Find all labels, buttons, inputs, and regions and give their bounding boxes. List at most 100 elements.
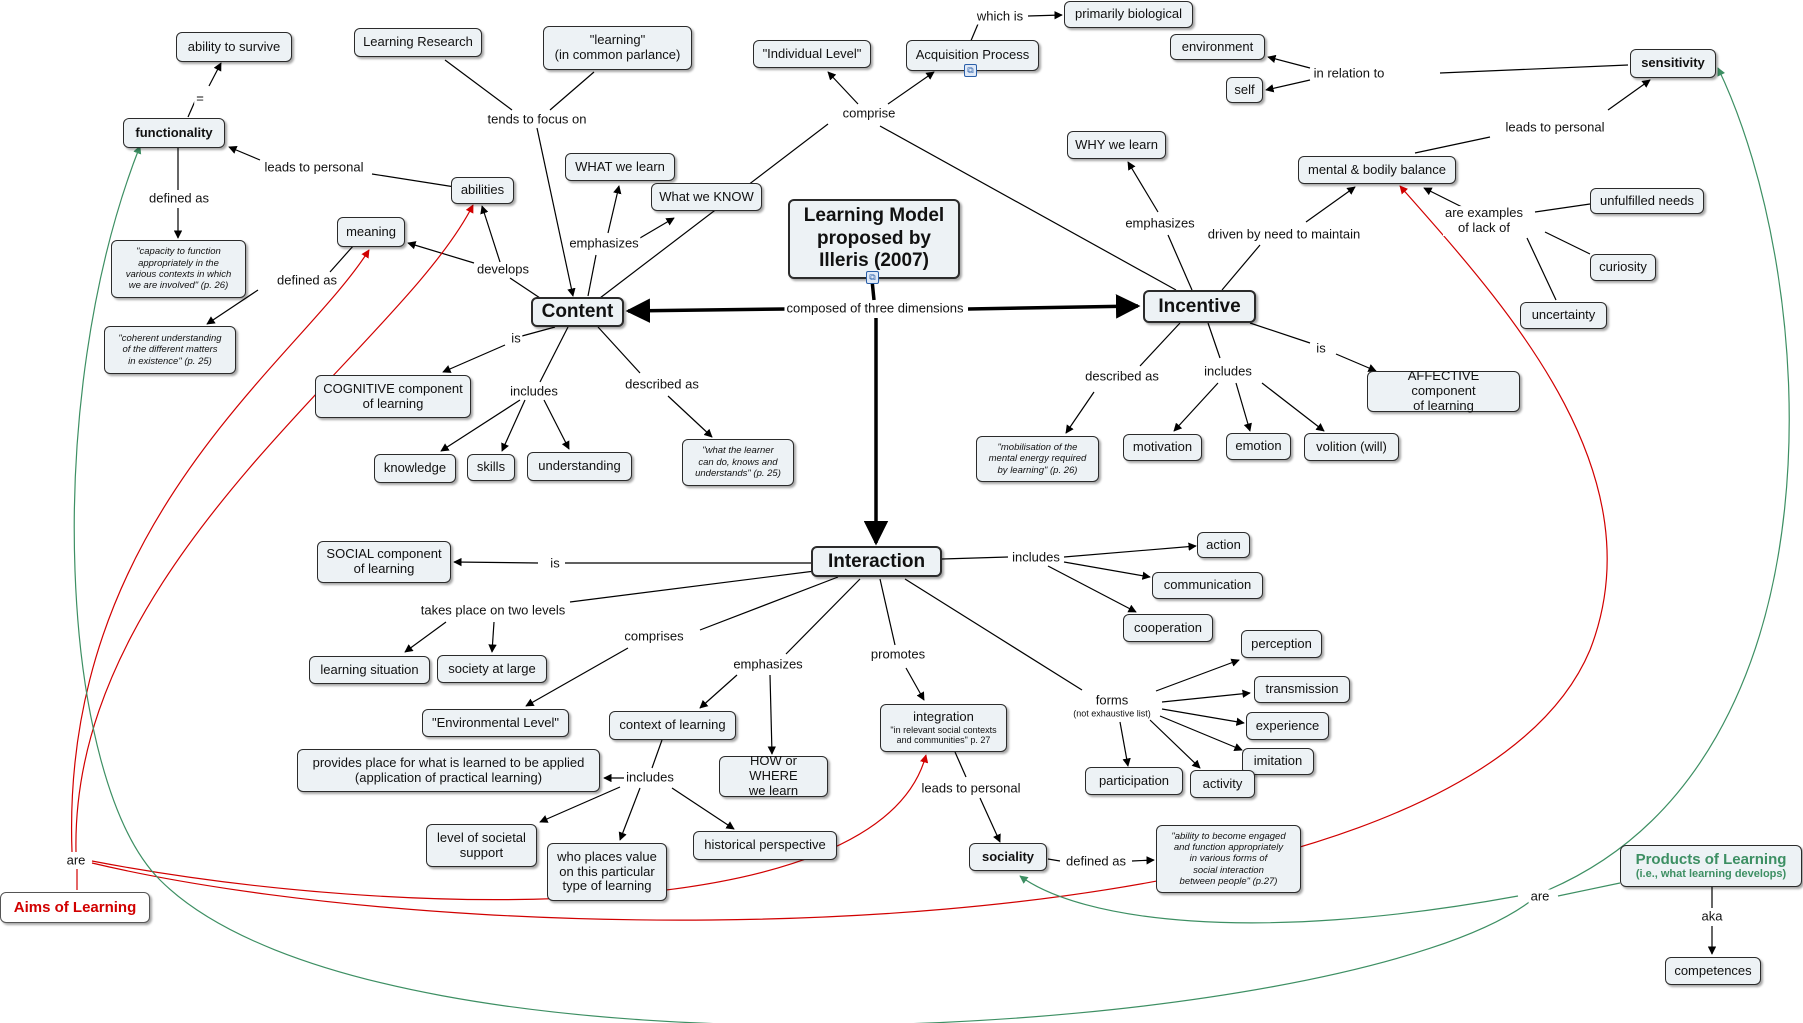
aims-of-learning-node[interactable]: Aims of Learning: [0, 892, 150, 923]
mobilisation-quote-node[interactable]: "mobilisation of the mental energy requi…: [976, 436, 1099, 482]
how-or-where-node[interactable]: HOW or WHERE we learn: [719, 753, 828, 798]
edge-leads-sensitivity: [1607, 79, 1651, 111]
link-label-described-as: described as: [623, 376, 701, 393]
sociality-node[interactable]: sociality: [969, 843, 1047, 871]
provides-place-node[interactable]: provides place for what is learned to be…: [297, 749, 600, 792]
knowledge-node[interactable]: knowledge: [374, 454, 456, 483]
activity-node[interactable]: activity: [1190, 770, 1255, 798]
transmission-node[interactable]: transmission: [1254, 676, 1350, 703]
imitation-node[interactable]: imitation: [1242, 748, 1314, 775]
abilities-node[interactable]: abilities: [451, 177, 514, 204]
edge-whichis-bio: [1027, 11, 1063, 20]
affective-component-node[interactable]: AFFECTIVE component of learning: [1367, 368, 1520, 413]
learning-situation-node[interactable]: learning situation: [309, 656, 430, 684]
edge-acquisition-whichis: [969, 23, 979, 44]
content-node[interactable]: Content: [531, 297, 624, 327]
action-node[interactable]: action: [1197, 532, 1250, 558]
meaning-node[interactable]: meaning: [337, 217, 405, 247]
motivation-node[interactable]: motivation: [1123, 434, 1202, 461]
individual-level-node[interactable]: "Individual Level": [753, 40, 871, 68]
edge-is-cognitive: [442, 344, 506, 373]
edge-tends-content: [536, 127, 576, 297]
uncertainty-node[interactable]: uncertainty: [1520, 302, 1607, 329]
experience-node[interactable]: experience: [1246, 712, 1329, 740]
perception-node[interactable]: perception: [1241, 630, 1322, 658]
mental-bodily-balance-node[interactable]: mental & bodily balance: [1298, 156, 1456, 184]
link-label-is: is: [548, 555, 562, 572]
historical-perspective-node[interactable]: historical perspective: [693, 831, 837, 860]
edge-sensitivity-relation: [1439, 64, 1629, 74]
sociality-quote-node[interactable]: "ability to become engaged and function …: [1156, 825, 1301, 893]
integration-node[interactable]: integration "in relevant social contexts…: [880, 704, 1007, 752]
products-of-learning-node[interactable]: Products of Learning (i.e., what learnin…: [1620, 845, 1802, 887]
edge-parlance-tends: [549, 71, 595, 111]
link-label-defined-as: defined as: [1064, 853, 1128, 870]
edge-comprise-incentive: [879, 125, 1177, 291]
link-label-tends-to-focus-on: tends to focus on: [485, 111, 589, 128]
edge-mental-leads: [1414, 136, 1491, 154]
ability-to-survive-node[interactable]: ability to survive: [176, 32, 292, 62]
unfulfilled-needs-node[interactable]: unfulfilled needs: [1590, 188, 1704, 214]
link-label-includes: includes: [624, 769, 676, 786]
level-societal-support-node[interactable]: level of societal support: [426, 824, 537, 867]
edge-are-meaning: [71, 249, 370, 853]
edge-described-mobilisation: [1065, 391, 1095, 434]
content-quote-node[interactable]: "what the learner can do, knows and unde…: [682, 439, 794, 486]
concept-map-link-icon[interactable]: ⧉: [866, 271, 879, 284]
what-we-know-node[interactable]: What we KNOW: [651, 183, 762, 211]
edge-includes-motivation: [1173, 382, 1219, 432]
edge-relation-environment: [1267, 54, 1311, 69]
understanding-node[interactable]: understanding: [527, 452, 632, 481]
edge-interaction-emph: [785, 578, 861, 655]
edge-forms-activity: [1149, 719, 1201, 769]
curiosity-node[interactable]: curiosity: [1590, 254, 1656, 281]
cooperation-node[interactable]: cooperation: [1123, 614, 1213, 642]
edge-twolevels-situation: [404, 621, 447, 653]
edge-leads-functionality: [228, 146, 261, 161]
edge-forms-participation: [1119, 721, 1131, 767]
society-at-large-node[interactable]: society at large: [437, 655, 547, 683]
primarily-biological-node[interactable]: primarily biological: [1064, 1, 1193, 28]
link-label-leads-to-personal: leads to personal: [1503, 119, 1607, 136]
what-we-learn-node[interactable]: WHAT we learn: [565, 153, 675, 181]
social-component-node[interactable]: SOCIAL component of learning: [317, 541, 451, 583]
concept-map-link-icon[interactable]: ⧉: [964, 64, 977, 77]
functionality-node[interactable]: functionality: [123, 118, 225, 148]
root-concept-node[interactable]: Learning Model proposed by Illeris (2007…: [788, 199, 960, 279]
skills-node[interactable]: skills: [467, 454, 515, 481]
incentive-node[interactable]: Incentive: [1143, 290, 1256, 323]
context-of-learning-node[interactable]: context of learning: [609, 711, 736, 740]
capacity-quote-node[interactable]: "capacity to function appropriately in t…: [111, 240, 246, 298]
competences-node[interactable]: competences: [1665, 957, 1761, 985]
environment-node[interactable]: environment: [1170, 34, 1265, 60]
self-node[interactable]: self: [1226, 77, 1263, 103]
learning-parlance-node[interactable]: "learning" (in common parlance): [543, 26, 692, 70]
edge-are-sensitivity: [1547, 67, 1790, 891]
learning-research-node[interactable]: Learning Research: [354, 28, 482, 57]
edge-includes-historical: [671, 787, 735, 830]
emotion-node[interactable]: emotion: [1226, 433, 1291, 460]
edge-equals-survive: [208, 62, 222, 87]
volition-node[interactable]: volition (will): [1304, 433, 1399, 461]
who-places-value-node[interactable]: who places value on this particular type…: [547, 843, 667, 901]
link-label-develops: develops: [474, 261, 532, 278]
edge-includes-cooperation: [1047, 565, 1137, 613]
sensitivity-node[interactable]: sensitivity: [1630, 49, 1716, 78]
why-we-learn-node[interactable]: WHY we learn: [1067, 131, 1166, 159]
edge-content-emphasizes: [587, 254, 597, 297]
participation-node[interactable]: participation: [1085, 767, 1183, 795]
environmental-level-node[interactable]: "Environmental Level": [422, 709, 569, 737]
interaction-node[interactable]: Interaction: [811, 546, 942, 577]
coherent-quote-node[interactable]: "coherent understanding of the different…: [104, 326, 236, 374]
edge-forms-experience: [1161, 708, 1245, 726]
edge-interaction-twolevels: [569, 570, 816, 603]
link-label-composed-of: composed of three dimensions: [784, 300, 966, 317]
acquisition-process-node[interactable]: Acquisition Process: [906, 40, 1039, 71]
link-label-takes-place-on-two-levels: takes place on two levels: [418, 602, 568, 619]
cognitive-component-node[interactable]: COGNITIVE component of learning: [315, 375, 471, 418]
edge-interaction-forms: [904, 578, 1083, 691]
communication-node[interactable]: communication: [1152, 572, 1263, 599]
edge-relation-self: [1265, 79, 1311, 93]
edge-forms-transmission: [1161, 689, 1251, 703]
